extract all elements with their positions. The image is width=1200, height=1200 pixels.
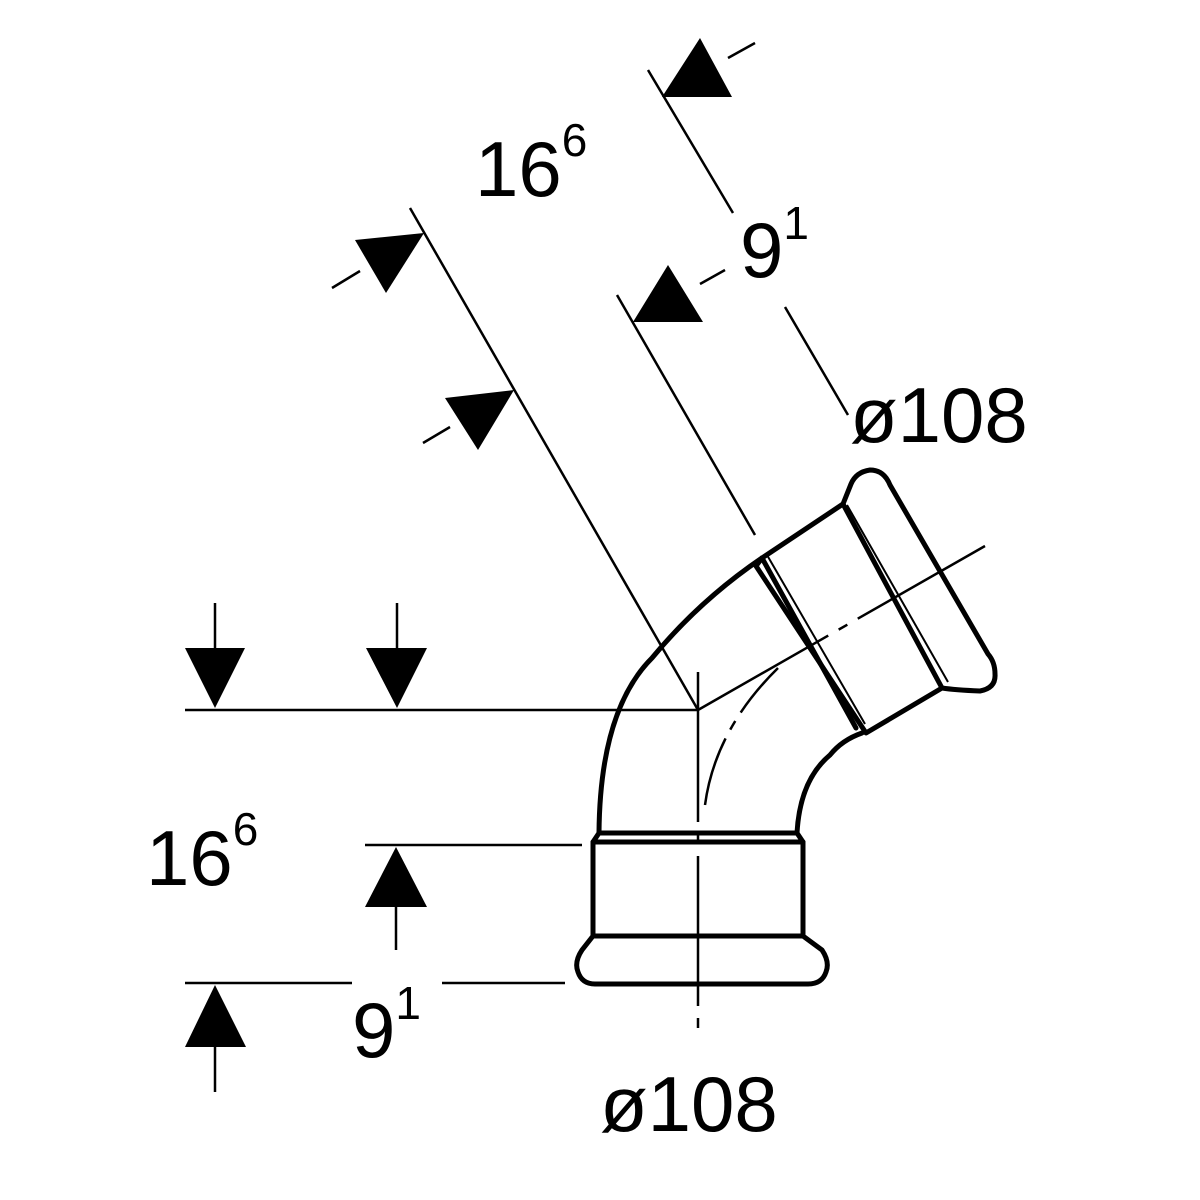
upper-socket-outline [753, 467, 998, 736]
dimension-labels: 166 91 ø108 166 91 ø108 [146, 114, 1028, 1148]
top-insertion-depth-main: 9 [740, 206, 783, 294]
bottom-insertion-depth-main: 9 [352, 986, 395, 1074]
arrow-heads [185, 38, 732, 1047]
arrow-top-long-inner [445, 390, 514, 450]
elbow-inner-bend [794, 730, 865, 836]
dimension-lines [185, 41, 850, 1092]
elbow-outer-bend [596, 555, 765, 836]
center-lines [696, 544, 986, 1035]
top-extension-end-lower [783, 306, 850, 416]
arrow-top-end [662, 38, 732, 97]
left-center-to-end-main: 16 [146, 814, 233, 902]
top-center-to-end-label: 166 [475, 114, 587, 213]
bottom-insertion-depth-label: 91 [352, 977, 421, 1074]
top-insertion-depth-label: 91 [740, 197, 809, 294]
left-center-to-end-sup: 6 [233, 803, 259, 855]
top-center-to-end-sup: 6 [562, 114, 588, 166]
socket-inner-lines [766, 504, 949, 725]
arrow-top-long-outer [355, 233, 424, 293]
arrow-up-socket-top [365, 847, 427, 907]
top-insertion-depth-sup: 1 [783, 197, 809, 249]
top-extension-end-upper [646, 69, 735, 214]
elbow-fitting [574, 467, 998, 987]
upper-socket-band [759, 555, 859, 731]
top-center-to-end-main: 16 [475, 125, 562, 213]
bottom-insertion-depth-sup: 1 [395, 977, 421, 1029]
arrow-top-socket [633, 265, 703, 322]
upper-socket-band-lower [840, 501, 945, 691]
arrow-down-left [185, 648, 245, 708]
arrow-up-socket-end [185, 985, 246, 1047]
bottom-diameter-label: ø108 [600, 1060, 778, 1148]
left-center-to-end-label: 166 [146, 803, 258, 902]
bottom-socket-outline [574, 830, 830, 987]
diagonal-centerline [697, 544, 986, 712]
top-extension-socket [615, 294, 757, 536]
bend-centerline-arc [703, 667, 779, 806]
top-extension-long [408, 207, 700, 711]
arrow-down-right [366, 648, 427, 708]
top-diameter-label: ø108 [850, 371, 1028, 459]
